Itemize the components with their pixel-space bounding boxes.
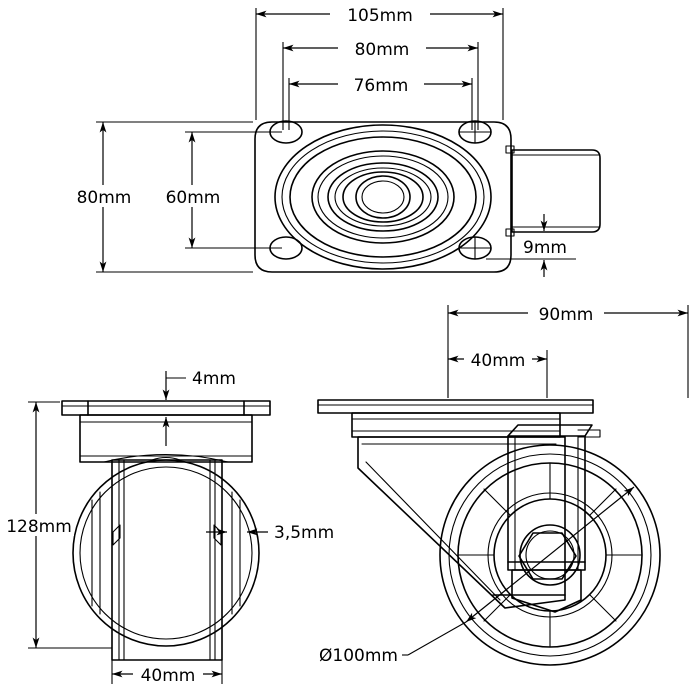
dimension-label-128mm: 128mm xyxy=(6,517,72,537)
dimension-128mm: 128mm xyxy=(4,401,112,649)
dimension-80mm-vertical: 80mm xyxy=(76,121,253,273)
side-elevation-view: 90mm 40mm Ø100mm xyxy=(317,302,689,666)
bolt-hole-top-right xyxy=(458,120,492,144)
dimension-diameter-100mm: Ø100mm xyxy=(319,486,635,666)
dimension-40mm-front: 40mm xyxy=(111,660,223,686)
dimension-label-diameter-100mm: Ø100mm xyxy=(319,646,398,666)
dimension-90mm: 90mm xyxy=(447,302,689,398)
dimension-9mm: 9mm xyxy=(486,214,576,277)
dimension-4mm: 4mm xyxy=(162,369,236,446)
bolt-hole-bottom-right xyxy=(458,236,492,260)
front-wheel xyxy=(72,459,260,647)
top-view-bracket xyxy=(505,145,601,237)
dimension-label-40mm-side: 40mm xyxy=(471,351,526,371)
dimension-label-80mm-horizontal: 80mm xyxy=(355,40,410,60)
dimension-40mm-side: 40mm xyxy=(447,348,548,398)
dimension-label-80mm-vertical: 80mm xyxy=(77,188,132,208)
dimension-label-9mm: 9mm xyxy=(523,238,567,258)
dimension-label-105mm: 105mm xyxy=(347,6,413,26)
front-fork-legs xyxy=(111,459,223,661)
dimension-80mm-horizontal: 80mm xyxy=(282,37,479,130)
swivel-race-rings xyxy=(274,124,492,270)
dimension-label-3-5mm: 3,5mm xyxy=(274,523,334,543)
dimension-label-90mm: 90mm xyxy=(539,305,594,325)
dimension-60mm: 60mm xyxy=(166,131,282,249)
dimension-label-76mm: 76mm xyxy=(354,76,409,96)
dimension-label-40mm-front: 40mm xyxy=(141,666,196,686)
top-plate-view: 105mm 80mm 76mm 80mm xyxy=(76,3,601,277)
side-mounting-plate xyxy=(317,399,594,438)
dimension-label-4mm: 4mm xyxy=(192,369,236,389)
dimension-105mm: 105mm xyxy=(255,3,504,120)
dimension-3-5mm: 3,5mm xyxy=(206,523,334,543)
dimension-76mm: 76mm xyxy=(288,73,473,130)
front-mounting-plate xyxy=(61,400,271,416)
front-elevation-view: 4mm 128mm 3,5mm 40mm xyxy=(4,369,334,686)
dimension-label-60mm: 60mm xyxy=(166,188,221,208)
